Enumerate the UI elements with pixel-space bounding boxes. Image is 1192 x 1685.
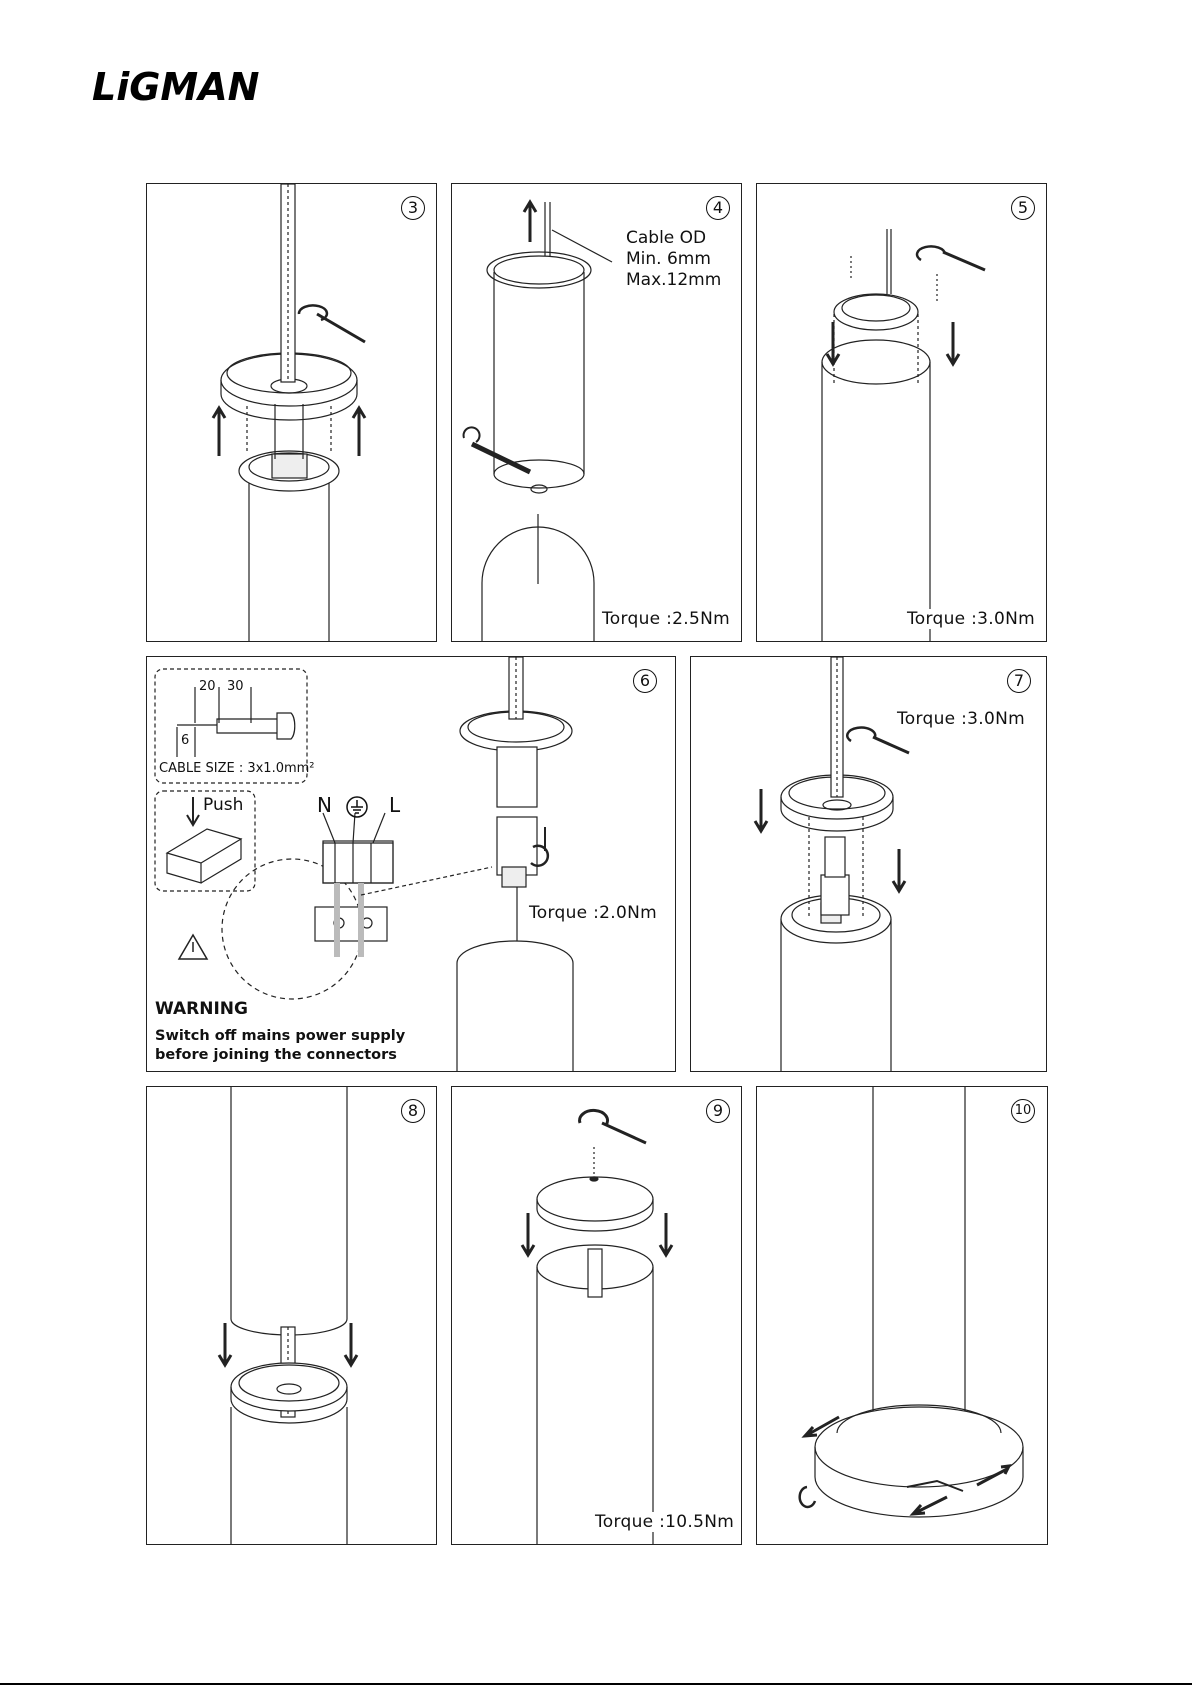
panel-step-3: 3 [146,183,437,642]
panel-step-9: 9 Torque :10.5Nm [451,1086,742,1545]
cable-od-label: Cable OD [626,228,706,249]
step-number-4: 4 [706,196,730,220]
panel-step-10: 10 [756,1086,1048,1545]
ligman-logo: LiGMAN [92,66,312,106]
warning-line-1: Switch off mains power supply [155,1027,405,1046]
cable-min-label: Min. 6mm [626,249,711,270]
strip-dim-6: 6 [181,733,189,748]
step-number-7: 7 [1007,669,1031,693]
strip-dim-30: 30 [227,679,244,694]
step-10-illustration [757,1087,1048,1545]
panel-step-7: 7 Torque :3.0Nm [690,656,1047,1072]
step-number-9: 9 [706,1099,730,1123]
strip-dim-20: 20 [199,679,216,694]
step-number-5: 5 [1011,196,1035,220]
panel-step-6: 6 20 30 6 CABLE SIZE : 3x1.0mm² Push N L… [146,656,676,1072]
panel-step-8: 8 [146,1086,437,1545]
step-5-illustration [757,184,1047,642]
step-number-10: 10 [1011,1099,1035,1123]
step-9-illustration [452,1087,742,1545]
torque-label: Torque :3.0Nm [907,609,1035,629]
cable-max-label: Max.12mm [626,270,721,291]
torque-label: Torque :2.5Nm [602,609,730,629]
push-label: Push [203,795,243,816]
torque-label: Torque :3.0Nm [897,709,1025,729]
panel-step-4: 4 Cable OD Min. 6mm Max.12mm Torque :2.5… [451,183,742,642]
torque-label: Torque :2.0Nm [529,903,657,923]
torque-label: Torque :10.5Nm [595,1512,734,1532]
terminal-l-label: L [389,795,400,816]
panel-step-5: 5 Torque :3.0Nm [756,183,1047,642]
step-number-3: 3 [401,196,425,220]
terminal-n-label: N [317,795,332,816]
earth-ground-icon [345,795,369,819]
logo-text: LiGMAN [92,66,259,106]
warning-title: WARNING [155,999,248,1019]
step-3-illustration [147,184,437,642]
step-8-illustration [147,1087,437,1545]
step-number-6: 6 [633,669,657,693]
warning-line-2: before joining the connectors [155,1046,397,1065]
cable-size-label: CABLE SIZE : 3x1.0mm² [159,761,315,776]
step-number-8: 8 [401,1099,425,1123]
